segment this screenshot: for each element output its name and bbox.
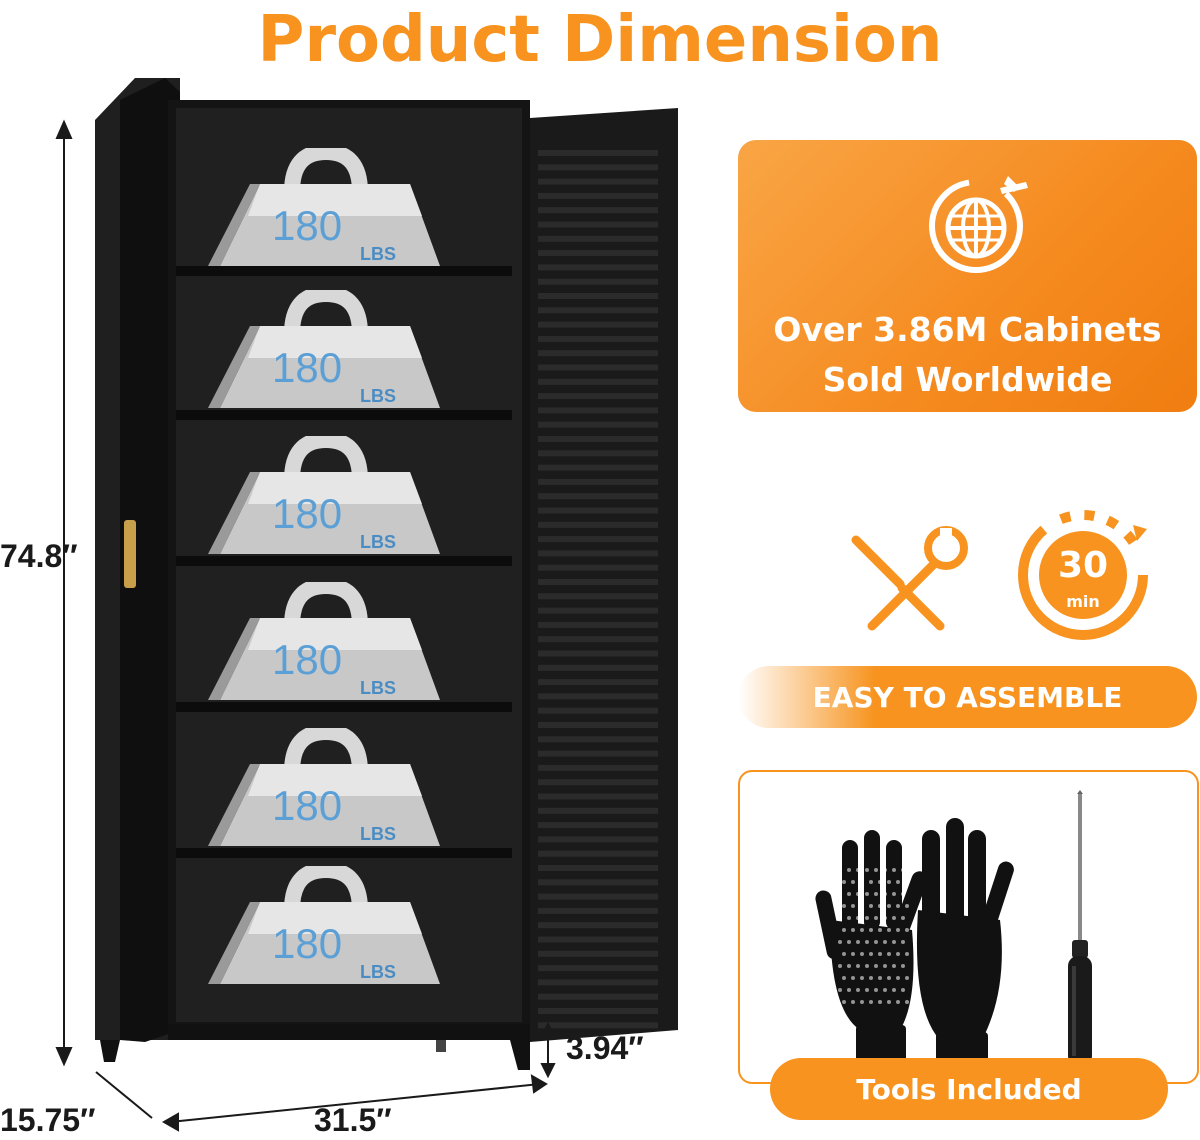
weight-unit: LBS xyxy=(360,532,396,552)
door-louvers xyxy=(538,150,658,1029)
depth-dimension: 15.75″ xyxy=(0,1102,96,1138)
screwdriver-icon xyxy=(1068,790,1092,1066)
weight-value: 180 xyxy=(272,344,342,391)
weight-unit: LBS xyxy=(360,678,396,698)
width-dimension: 31.5″ xyxy=(314,1102,392,1138)
timer-icon xyxy=(1018,510,1148,640)
tools-label: Tools Included xyxy=(770,1058,1168,1120)
weight-unit: LBS xyxy=(360,244,396,264)
tools-panel xyxy=(738,770,1199,1084)
weight-unit: LBS xyxy=(360,386,396,406)
height-dimension: 74.8″ xyxy=(0,538,78,574)
weight-value: 180 xyxy=(272,202,342,249)
globe-plane-icon xyxy=(929,176,1028,273)
weight-unit: LBS xyxy=(360,824,396,844)
assembly-time-value: 30 xyxy=(1057,545,1109,586)
leg-height-dimension: 3.94″ xyxy=(566,1030,644,1066)
assembly-time-unit: min xyxy=(1066,592,1100,611)
shelf-5 xyxy=(176,848,512,858)
tools-icon xyxy=(851,526,968,631)
weight-value: 180 xyxy=(272,782,342,829)
assembly-label: EASY TO ASSEMBLE xyxy=(738,666,1197,728)
sales-line-1: Over 3.86M Cabinets xyxy=(773,310,1162,349)
weight-value: 180 xyxy=(272,636,342,683)
sales-panel: Over 3.86M Cabinets Sold Worldwide xyxy=(738,140,1197,412)
shelf-3 xyxy=(176,556,512,566)
weight-unit: LBS xyxy=(360,962,396,982)
shelf-4 xyxy=(176,702,512,712)
weight-value: 180 xyxy=(272,490,342,537)
sales-line-2: Sold Worldwide xyxy=(822,360,1113,399)
shelf-2 xyxy=(176,410,512,420)
shelf-1 xyxy=(176,266,512,276)
weight-value: 180 xyxy=(272,920,342,967)
page-title: Product Dimension xyxy=(257,3,943,77)
gloves-icon xyxy=(815,818,1014,1068)
